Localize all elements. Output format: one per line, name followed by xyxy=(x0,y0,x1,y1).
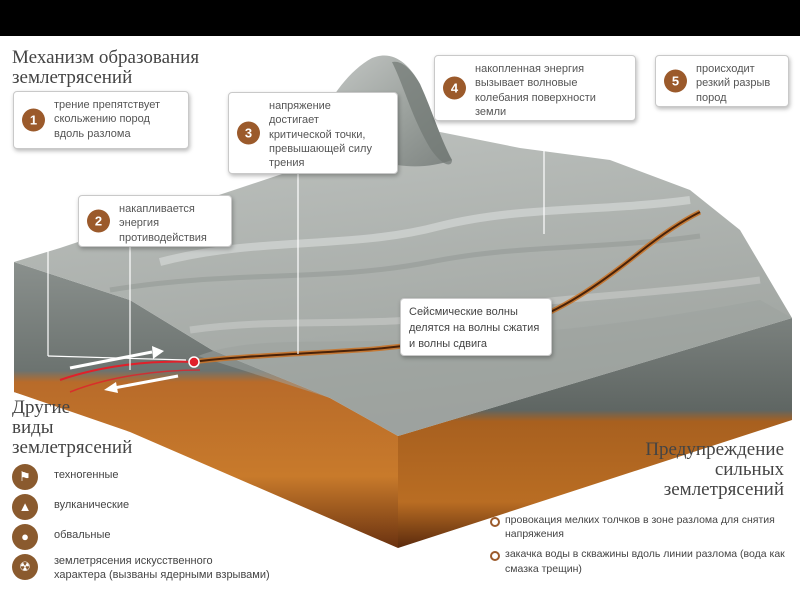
callout-text: трение препятствует скольжению пород вдо… xyxy=(54,99,160,140)
callout-text: накапливается энергия противодействия xyxy=(119,203,207,244)
rockfall-icon: ● xyxy=(12,524,38,550)
callout-4: 4 накопленная энергия вызывает волновые … xyxy=(434,55,636,121)
other-types-title: Другие виды землетрясений xyxy=(12,397,133,458)
callout-5: 5 происходит резкий разрыв пород xyxy=(655,55,789,107)
list-item-label: землетрясения искусственного характера (… xyxy=(54,555,270,582)
block-right-face xyxy=(398,318,792,548)
factory-icon: ⚑ xyxy=(12,464,38,490)
list-item-label: обвальные xyxy=(54,529,111,541)
slip-band xyxy=(59,360,195,381)
list-item: ☢ землетрясения искусственного характера… xyxy=(10,552,310,586)
earthquake-focus-point xyxy=(188,356,200,368)
callout-text: накопленная энергия вызывает волновые ко… xyxy=(475,63,596,118)
slip-band xyxy=(69,369,201,393)
list-item: ▲ вулканические xyxy=(10,492,310,522)
step-number-badge: 5 xyxy=(664,69,687,93)
mountain-shadow xyxy=(392,61,452,165)
radiation-icon: ☢ xyxy=(12,554,38,580)
list-item-label: закачка воды в скважины вдоль линии разл… xyxy=(505,548,785,575)
warning-list: провокация мелких толчков в зоне разлома… xyxy=(488,513,794,582)
motion-arrow-right-head xyxy=(152,346,164,359)
motion-arrow-left xyxy=(113,374,179,390)
step-number-badge: 1 xyxy=(22,108,45,132)
list-item: ● обвальные xyxy=(10,522,310,552)
bullet-icon xyxy=(490,517,500,527)
terrain-lobe xyxy=(198,300,792,436)
callout-3: 3 напряжение достигает критической точки… xyxy=(228,92,398,174)
list-item: закачка воды в скважины вдоль линии разл… xyxy=(488,547,794,575)
step-number-badge: 2 xyxy=(87,209,110,233)
step-number-badge: 3 xyxy=(237,121,260,145)
callout-1: 1 трение препятствует скольжению пород в… xyxy=(13,91,189,149)
callout-2: 2 накапливается энергия противодействия xyxy=(78,195,232,247)
seismic-waves-note: Сейсмические волны делятся на волны сжат… xyxy=(400,298,552,356)
list-item-label: вулканические xyxy=(54,499,130,511)
leader-line-1 xyxy=(47,355,187,361)
seismic-waves-text: Сейсмические волны делятся на волны сжат… xyxy=(409,306,540,350)
volcano-icon: ▲ xyxy=(12,494,38,520)
callout-text: происходит резкий разрыв пород xyxy=(696,63,771,104)
list-item-label: провокация мелких толчков в зоне разлома… xyxy=(505,514,775,541)
list-item: ⚑ техногенные xyxy=(10,462,310,492)
motion-arrow-left-head xyxy=(104,382,118,393)
list-item: провокация мелких толчков в зоне разлома… xyxy=(488,513,794,541)
block-front-face xyxy=(14,262,398,548)
list-item-label: техногенные xyxy=(54,469,119,481)
main-title: Механизм образования землетрясений xyxy=(12,47,200,88)
bullet-icon xyxy=(490,551,500,562)
terrain-ridge xyxy=(158,196,691,266)
step-number-badge: 4 xyxy=(443,76,466,100)
terrain-ridge xyxy=(109,233,701,293)
other-types-list: ⚑ техногенные ▲ вулканические ● обвальны… xyxy=(10,462,310,586)
callout-text: напряжение достигает критической точки, … xyxy=(269,100,372,170)
top-bar xyxy=(0,0,800,36)
motion-arrow-right xyxy=(69,350,153,370)
warning-title: Предупреждение сильных землетрясений xyxy=(645,439,784,500)
